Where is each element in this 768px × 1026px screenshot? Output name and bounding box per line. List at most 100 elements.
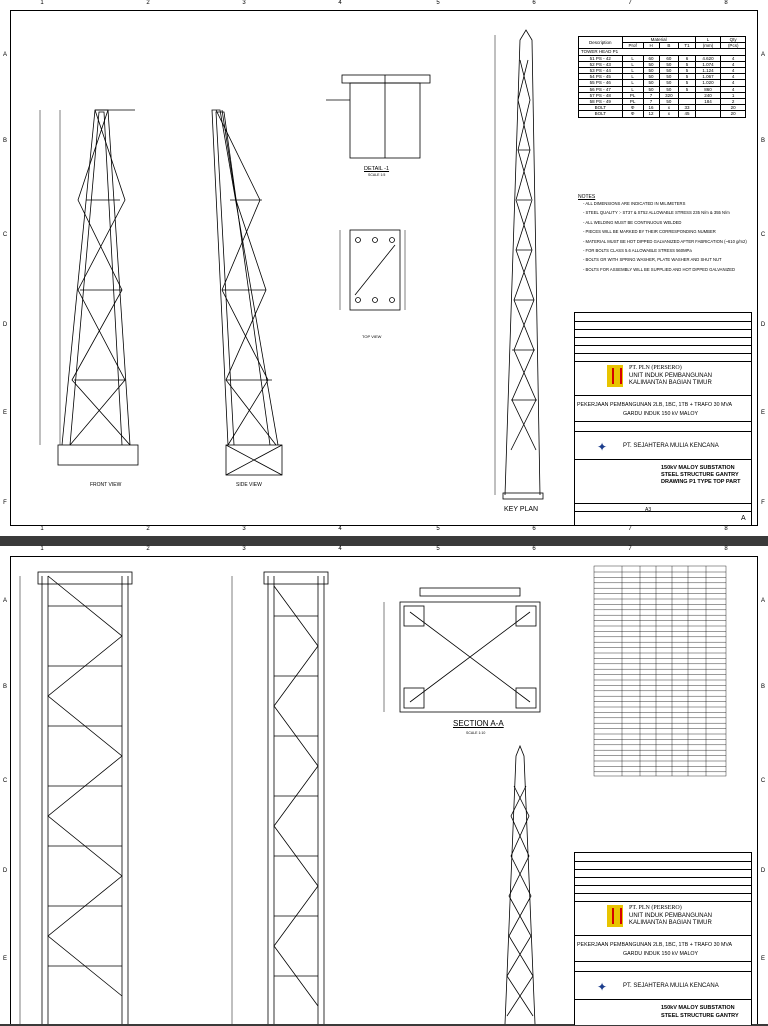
table-cell: 1 [720,91,746,100]
project-line-1-2: PEKERJAAN PEMBANGUNAN 2LB, 1BC, 1TB + TR… [577,942,733,948]
note-item: - FOR BOLTS CLASS 5.6 ALLOWABLE STRESS 5… [583,248,692,254]
detail-1-drawing [326,74,431,159]
table-cell: 20 [720,104,746,112]
notes-title: NOTES [578,194,596,200]
owner-unit-1-2: UNIT INDUK PEMBANGUNAN [629,913,712,919]
key-plan-mast [494,29,544,500]
table-cell: 4 [720,73,746,81]
owner-name: PT. PLN (PERSERO) [629,365,682,371]
table-cell: Φ [621,110,644,118]
table-cell: 240 [694,91,722,100]
drawing-title-2a: 150kV MALOY SUBSTATION [661,1005,735,1011]
title-block: PT. PLN (PERSERO) UNIT INDUK PEMBANGUNAN… [574,312,752,526]
table-cell: 4 [720,54,746,62]
table-cell: 1.067 [694,73,722,81]
section-scale: SCALE 1:10 [466,731,486,735]
section-label: SECTION A-A [453,719,504,728]
table-cell: L [621,54,644,62]
contractor-name: PT. SEJAHTERA MULIA KENCANA [623,443,719,449]
revision: A [741,515,746,522]
table-cell: L [621,73,644,81]
owner-unit-2-2: KALIMANTAN BAGIAN TIMUR [629,920,712,926]
table-cell: 184 [694,98,722,106]
owner-name-2: PT. PLN (PERSERO) [629,905,682,911]
title-block-2: PT. PLN (PERSERO) UNIT INDUK PEMBANGUNAN… [574,852,752,1025]
detail-scale: SCALE 1:5 [368,173,386,177]
note-item: - PIECES WILL BE MARKED BY THEIR CORRESP… [583,229,716,235]
front-view-label: FRONT VIEW [90,482,122,488]
contractor-logo-icon-2: ✦ [597,980,608,994]
table-cell: 20 [720,110,746,118]
table-cell [678,98,696,106]
pln-logo [607,365,623,387]
table-cell: 5 [678,79,696,87]
table-cell: 50 [642,73,660,81]
table-cell: 7 [642,98,660,106]
table-cell: 1.124 [694,66,722,75]
table-cell: 1.074 [694,60,722,69]
table-cell: 45 [678,110,696,118]
table-cell: 50 [642,66,660,75]
sheet-frame-2 [10,556,758,1024]
table-cell: 33 [678,104,696,112]
top-view-plate [339,229,406,311]
lower-front-lattice [19,571,133,1024]
side-view-label: SIDE VIEW [236,482,262,488]
project-line-1: PEKERJAAN PEMBANGUNAN 2LB, 1BC, 1TB + TR… [577,402,733,408]
table-cell: 4 [720,85,746,93]
table-cell: L [621,79,644,87]
table-cell: 4 [720,66,746,75]
owner-unit-1: UNIT INDUK PEMBANGUNAN [629,373,712,379]
table-cell: 4.620 [694,54,722,62]
front-view-tower [39,109,139,466]
section-a-a-drawing [383,587,541,713]
table-cell: L [621,85,644,93]
project-line-2: GARDU INDUK 150 kV MALOY [623,411,699,417]
contractor-logo-icon: ✦ [597,440,608,454]
key-plan-label: KEY PLAN [504,506,539,513]
table-cell [678,91,696,100]
table-cell: 5 [678,66,696,75]
sheet-size: A3 [645,507,652,513]
detail-label: DETAIL -1 [364,166,390,172]
table-cell: 5 [678,60,696,69]
table-cell: 6 [678,54,696,62]
note-item: - ALL WELDING MUST BE CONTINUOUS WELDED [583,219,682,225]
table-cell: L [621,60,644,69]
table-cell: 2 [720,98,746,106]
table-cell: 4 [720,60,746,69]
sheet-frame [10,10,758,526]
table-cell: 60 [642,54,660,62]
tower-drawings-sheet1 [39,29,544,500]
table-cell: 12 [642,110,660,118]
pln-logo-2 [607,905,623,927]
table-cell: 860 [694,85,722,93]
table-cell: Φ [621,104,644,112]
top-view-label: TOP VIEW [362,334,382,339]
table-cell: 1.020 [694,79,722,87]
table-cell: 16 [642,104,660,112]
table-cell: 4 [720,79,746,87]
notes-list: - ALL DIMENSIONS ARE INDICATED IN MILIME… [583,199,747,274]
table-cell [694,110,722,118]
table-cell: PL [621,91,644,100]
table-cell: BOLT [578,110,623,118]
tower-drawings-sheet2 [19,571,541,1024]
table-cell: PL [621,98,644,106]
drawing-title-2b: STEEL STRUCTURE GANTRY [661,1013,739,1019]
table-cell: 50 [642,60,660,69]
material-table-sheet2 [593,565,727,777]
